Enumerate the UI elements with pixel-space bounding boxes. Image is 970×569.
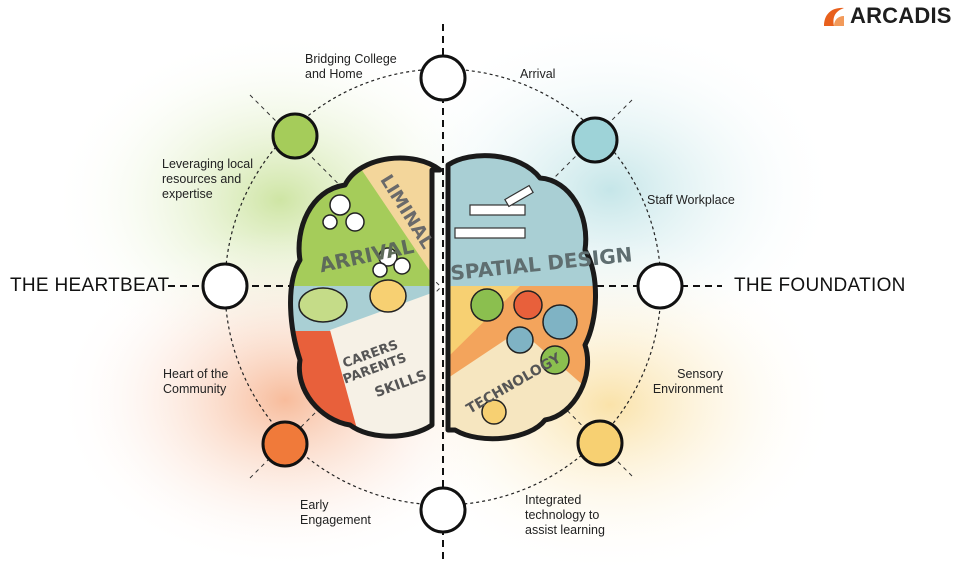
node-bottom [419, 486, 467, 534]
label-sensory-environment: Sensory Environment [652, 367, 723, 396]
label-leveraging-local: Leveraging local resources and expertise [162, 157, 254, 201]
node-top [419, 54, 467, 102]
axis-right-title: THE FOUNDATION [734, 275, 906, 296]
node-left [201, 262, 249, 310]
arcadis-logo: ARCADIS [822, 3, 968, 29]
label-integrated-technology: Integrated technology to assist learning [525, 493, 605, 537]
node-bottom-right [576, 419, 624, 467]
brain-left-hemisphere: ARRIVAL LIMINAL CARERS PARENTS SKILLS [288, 155, 443, 439]
logo-text: ARCADIS [850, 3, 952, 28]
label-early-engagement: Early Engagement [300, 498, 371, 527]
label-heart-of-community: Heart of the Community [163, 367, 229, 396]
label-bridging-college-home: Bridging College and Home [305, 52, 397, 81]
label-staff-workplace: Staff Workplace [647, 193, 735, 207]
node-bottom-left [261, 420, 309, 468]
axis-left-title: THE HEARTBEAT [10, 275, 170, 296]
node-top-right [571, 116, 619, 164]
node-top-left [271, 112, 319, 160]
node-right [636, 262, 684, 310]
label-arrival: Arrival [520, 67, 556, 81]
ring-nodes [201, 54, 684, 534]
arcadis-logo-icon [824, 7, 844, 26]
